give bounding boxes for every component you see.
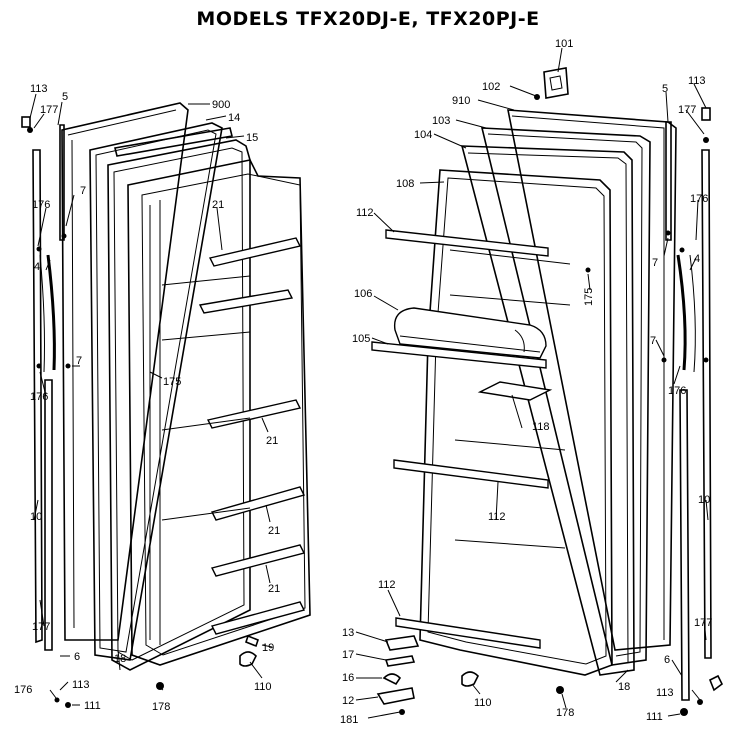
label-104: 104: [414, 129, 432, 141]
left-door-liner: [107, 139, 251, 671]
left-handle: [46, 254, 56, 371]
label-21: 21: [268, 525, 280, 537]
label-7: 7: [652, 257, 658, 269]
right-handle: [676, 254, 687, 371]
right-door-assembly: [355, 47, 724, 719]
left-trim-strip: [32, 149, 43, 644]
label-21: 21: [212, 199, 224, 211]
right-trim-strip: [701, 149, 712, 659]
label-106: 106: [354, 288, 372, 300]
label-105: 105: [352, 333, 370, 345]
right-inner-liner: [419, 169, 613, 676]
label-112: 112: [488, 511, 506, 523]
label-176: 176: [690, 193, 708, 205]
label-118: 118: [532, 421, 550, 433]
label-113: 113: [656, 687, 674, 699]
label-10: 10: [698, 494, 710, 506]
label-19: 19: [262, 642, 274, 654]
label-21: 21: [266, 435, 278, 447]
right-dairy-door: [393, 307, 547, 359]
label-13: 13: [342, 627, 354, 639]
label-113: 113: [72, 679, 90, 691]
left-outer-door-panel: [61, 102, 189, 641]
label-176: 176: [14, 684, 32, 696]
right-shelf-mid: [393, 459, 549, 489]
label-112: 112: [356, 207, 374, 219]
label-14: 14: [228, 112, 240, 124]
label-4: 4: [694, 253, 700, 265]
hinge-plate: [384, 635, 420, 651]
label-15: 15: [246, 132, 258, 144]
left-shelf-6: [210, 601, 306, 635]
label-7: 7: [650, 335, 656, 347]
left-inner-liner: [127, 159, 311, 666]
label-18: 18: [114, 653, 126, 665]
right-shelf-105: [371, 341, 547, 369]
label-7: 7: [76, 355, 82, 367]
label-102: 102: [482, 81, 500, 93]
label-6: 6: [664, 654, 670, 666]
label-111: 111: [646, 711, 663, 723]
right-door-liner: [460, 145, 635, 676]
right-shelf-top: [385, 229, 549, 257]
label-101: 101: [555, 38, 573, 50]
label-10: 10: [30, 511, 42, 523]
label-176: 176: [668, 385, 686, 397]
diagram-title: MODELS TFX20DJ-E, TFX20PJ-E: [196, 8, 540, 30]
label-178: 178: [152, 701, 170, 713]
right-outer-door-panel: [507, 109, 677, 651]
label-12: 12: [342, 695, 354, 707]
label-111: 111: [84, 700, 101, 712]
label-16: 16: [342, 672, 354, 684]
label-21: 21: [268, 583, 280, 595]
label-176: 176: [32, 199, 50, 211]
label-5: 5: [62, 91, 68, 103]
part-labels: 113 5 177 900 14 15 7 176 4 21 175 7 176…: [14, 38, 712, 726]
left-shelf-3: [206, 399, 302, 429]
left-shelf-1: [208, 237, 302, 267]
label-113: 113: [30, 83, 48, 95]
right-top-hinge: [543, 67, 569, 99]
label-18: 18: [618, 681, 630, 693]
label-177: 177: [32, 621, 50, 633]
hinge-bracket: [376, 687, 415, 705]
right-gasket: [480, 127, 651, 666]
label-103: 103: [432, 115, 450, 127]
label-17: 17: [342, 649, 354, 661]
label-113: 113: [688, 75, 706, 87]
left-gasket: [89, 122, 223, 661]
left-shelf-4: [210, 486, 306, 521]
label-110: 110: [474, 697, 492, 709]
label-177: 177: [678, 104, 696, 116]
label-112: 112: [378, 579, 396, 591]
label-5: 5: [662, 83, 668, 95]
left-shelf-5: [210, 544, 306, 577]
label-175: 175: [163, 376, 181, 388]
label-108: 108: [396, 178, 414, 190]
label-6: 6: [74, 651, 80, 663]
label-4: 4: [34, 261, 40, 273]
left-door-assembly: [21, 93, 311, 708]
label-177: 177: [694, 617, 712, 629]
label-910: 910: [452, 95, 470, 107]
label-900: 900: [212, 99, 230, 111]
label-176: 176: [30, 391, 48, 403]
right-butter-tray: [477, 381, 553, 401]
left-shelf-2: [198, 289, 294, 314]
label-175: 175: [583, 288, 595, 306]
right-shelf-bottom: [395, 617, 541, 649]
label-7: 7: [80, 185, 86, 197]
label-178: 178: [556, 707, 574, 719]
label-110: 110: [254, 681, 272, 693]
label-181: 181: [340, 714, 358, 726]
label-177: 177: [40, 104, 58, 116]
